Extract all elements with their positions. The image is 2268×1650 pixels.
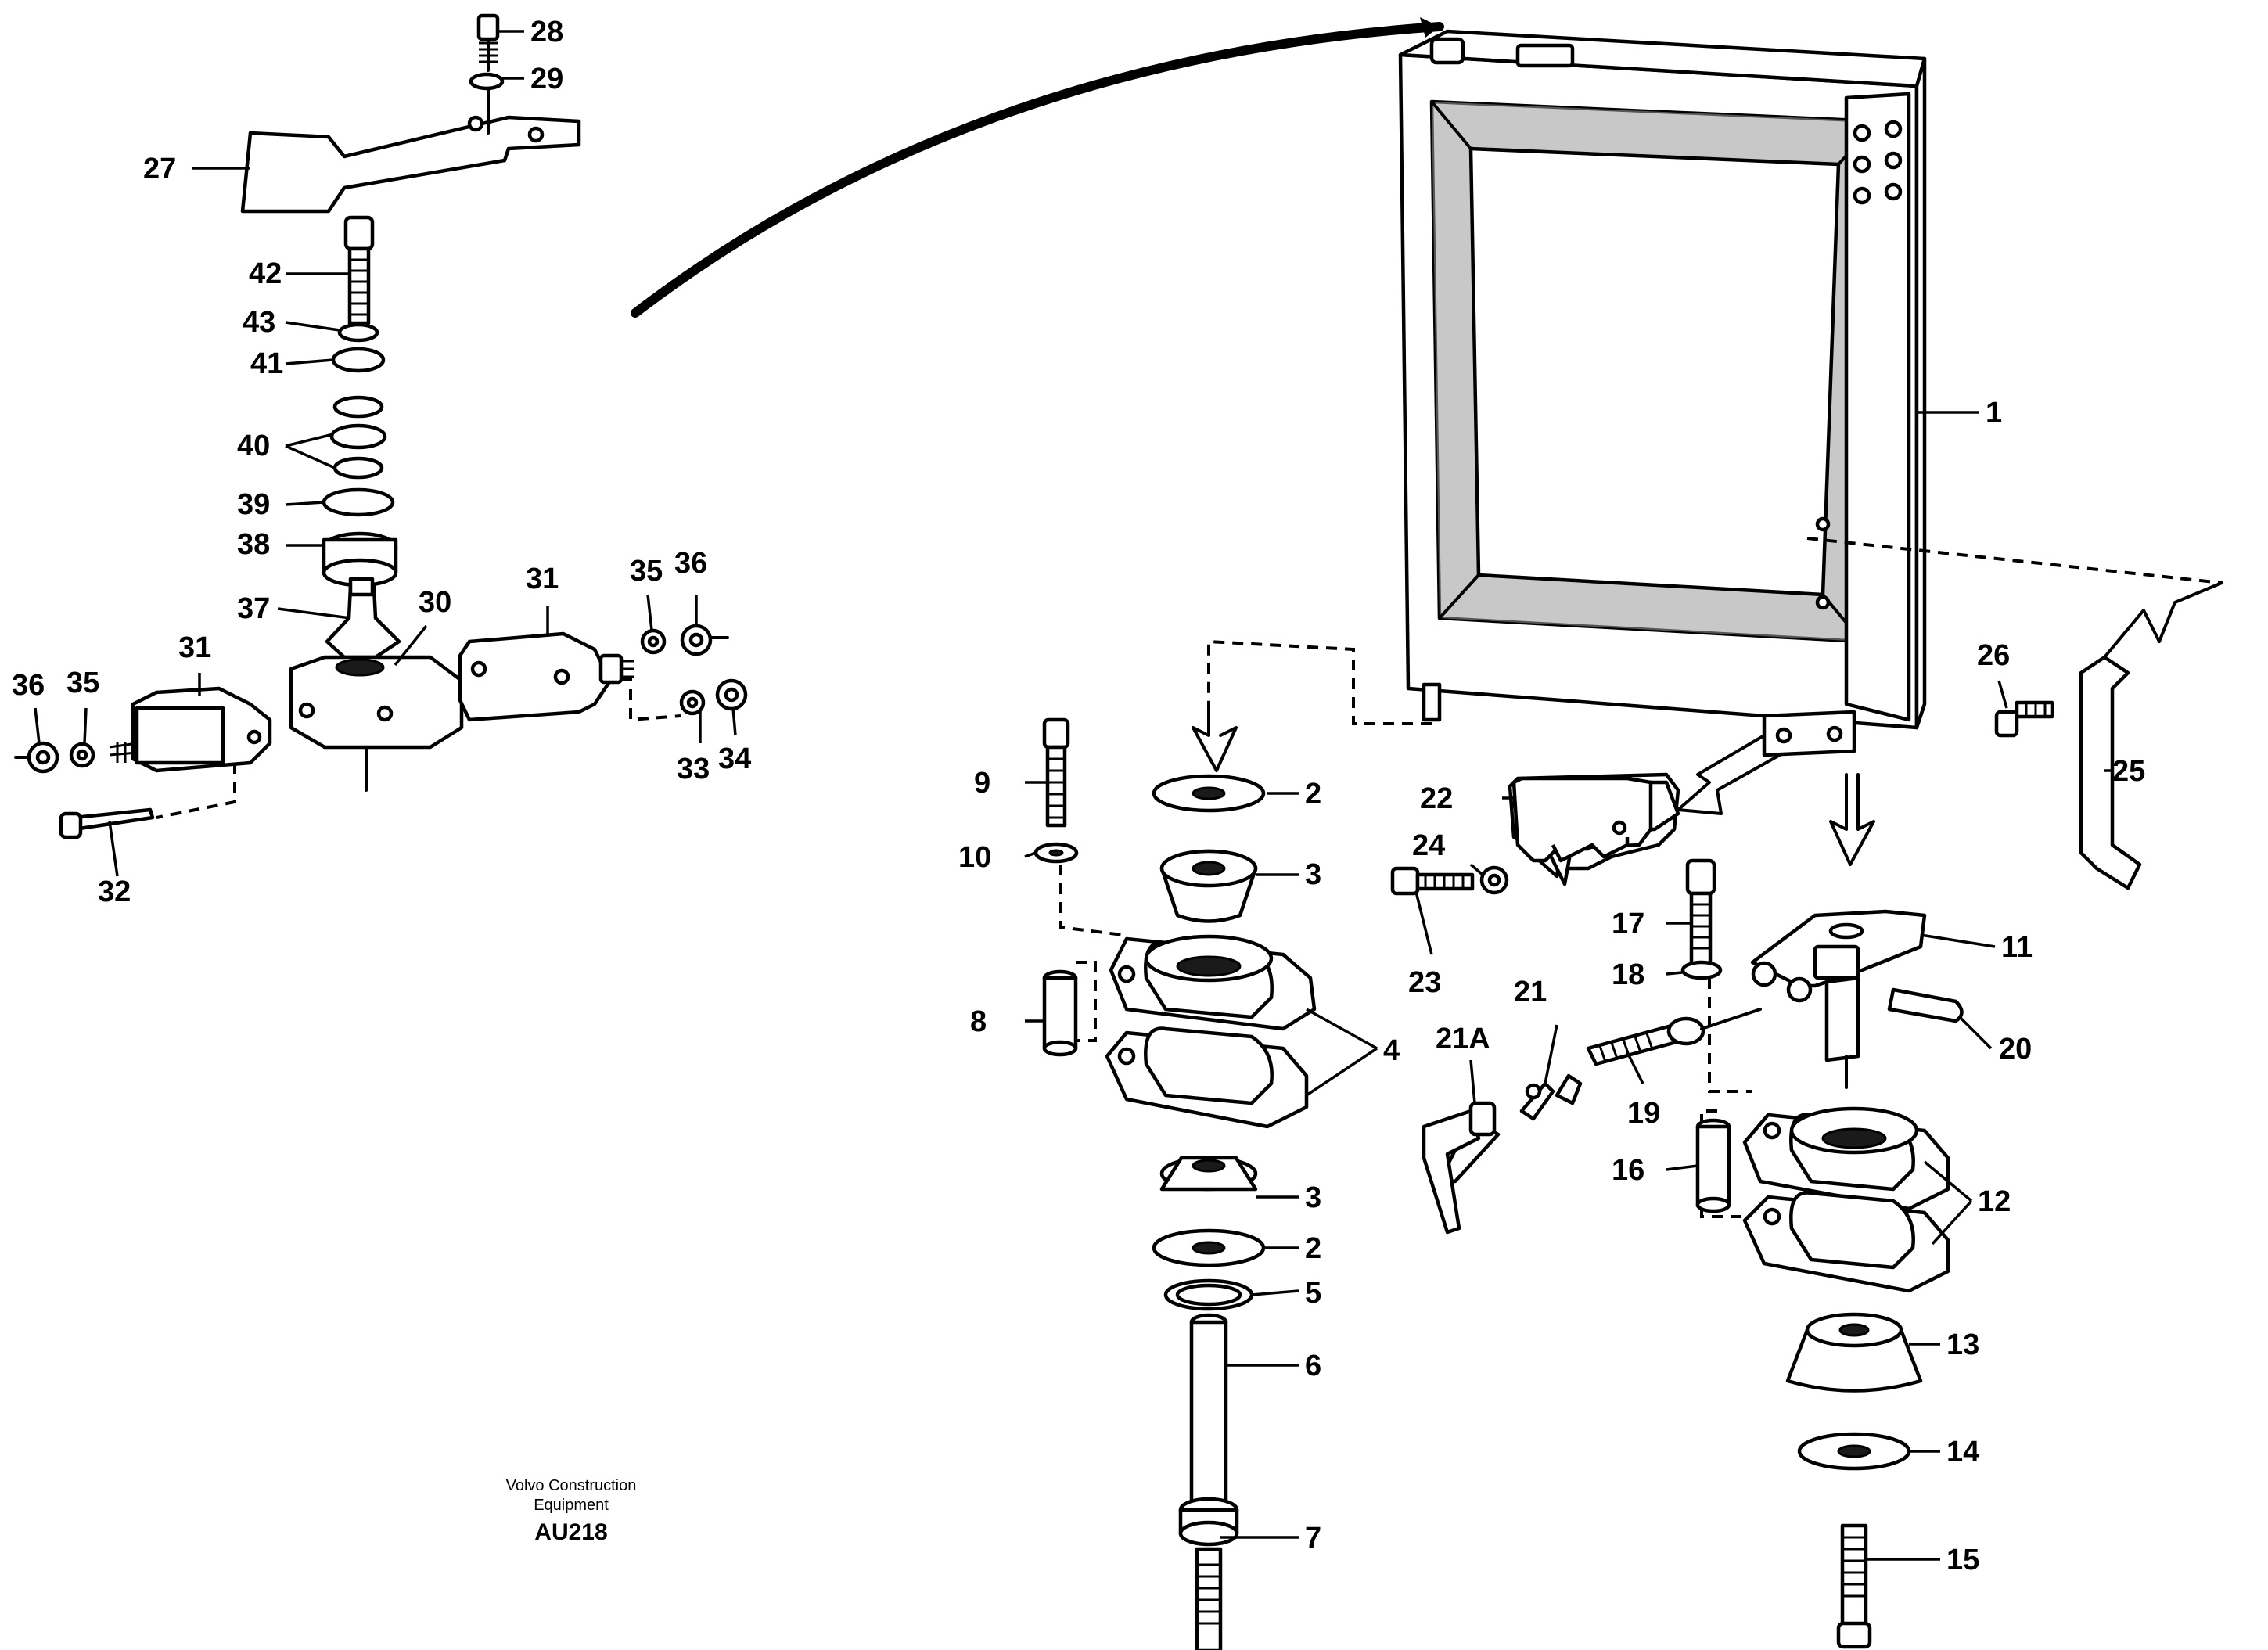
footer-line-2: Equipment	[534, 1497, 609, 1514]
callout-31: 31	[526, 563, 559, 595]
curved-arrow-head	[1420, 17, 1440, 38]
callout-21A: 21A	[1436, 1023, 1490, 1055]
callout-36: 36	[12, 669, 45, 702]
center-mount-assembly	[1033, 717, 1317, 1650]
callout-1: 1	[1986, 397, 2002, 430]
callout-28: 28	[530, 16, 563, 49]
callout-18: 18	[1612, 958, 1644, 991]
callout-19: 19	[1627, 1097, 1660, 1130]
callout-9: 9	[974, 767, 990, 800]
leader-lines	[34, 30, 2112, 1561]
callout-38: 38	[237, 528, 270, 561]
footer-code: AU218	[534, 1519, 607, 1545]
callout-35: 35	[66, 667, 99, 699]
callout-12: 12	[1978, 1185, 2011, 1218]
callout-5: 5	[1305, 1277, 1321, 1310]
callout-7: 7	[1305, 1522, 1321, 1555]
callout-20: 20	[1999, 1033, 2032, 1066]
callout-6: 6	[1305, 1350, 1321, 1382]
callout-22: 22	[1420, 782, 1453, 815]
callout-8: 8	[970, 1005, 987, 1038]
callout-34: 34	[718, 742, 751, 775]
callout-2: 2	[1305, 1232, 1321, 1265]
callout-31: 31	[178, 631, 211, 664]
callout-16: 16	[1612, 1154, 1644, 1187]
callout-37: 37	[237, 592, 270, 625]
callout-29: 29	[530, 63, 563, 95]
callout-3: 3	[1305, 858, 1321, 891]
callout-21: 21	[1514, 976, 1547, 1008]
callout-23: 23	[1408, 966, 1441, 999]
callout-35: 35	[630, 555, 663, 588]
footer-line-1: Volvo Construction	[506, 1477, 637, 1494]
callout-24: 24	[1412, 829, 1445, 862]
right-mount-assembly	[1390, 772, 1964, 1649]
curved-arrow	[631, 22, 1444, 318]
callout-32: 32	[98, 875, 131, 908]
callout-13: 13	[1946, 1328, 1979, 1361]
callout-labels: 1 2 3 3 2 4 5 6 7 8 9 10 11 12 13 14 15 …	[12, 16, 2145, 1576]
callout-43: 43	[243, 306, 275, 339]
callout-41: 41	[250, 347, 283, 380]
callout-42: 42	[249, 257, 282, 290]
callout-14: 14	[1946, 1436, 1979, 1468]
bracket-25-group	[1994, 655, 2142, 890]
callout-11: 11	[2001, 931, 2033, 964]
publisher-footer: Volvo Construction Equipment AU218	[506, 1477, 637, 1545]
callout-4: 4	[1383, 1034, 1400, 1067]
callout-15: 15	[1946, 1544, 1979, 1576]
callout-27: 27	[143, 153, 176, 185]
callout-40: 40	[237, 430, 270, 462]
callout-39: 39	[237, 488, 270, 521]
callout-17: 17	[1612, 908, 1644, 940]
callout-30: 30	[419, 586, 451, 619]
callout-10: 10	[958, 841, 991, 874]
callout-33: 33	[677, 753, 710, 785]
left-mount-assembly	[14, 13, 748, 839]
callout-2: 2	[1305, 778, 1321, 811]
callout-3: 3	[1305, 1181, 1321, 1214]
radiator-frame	[1398, 29, 1927, 757]
callout-36: 36	[674, 547, 707, 580]
callout-26: 26	[1977, 639, 2010, 672]
callout-25: 25	[2112, 755, 2145, 788]
